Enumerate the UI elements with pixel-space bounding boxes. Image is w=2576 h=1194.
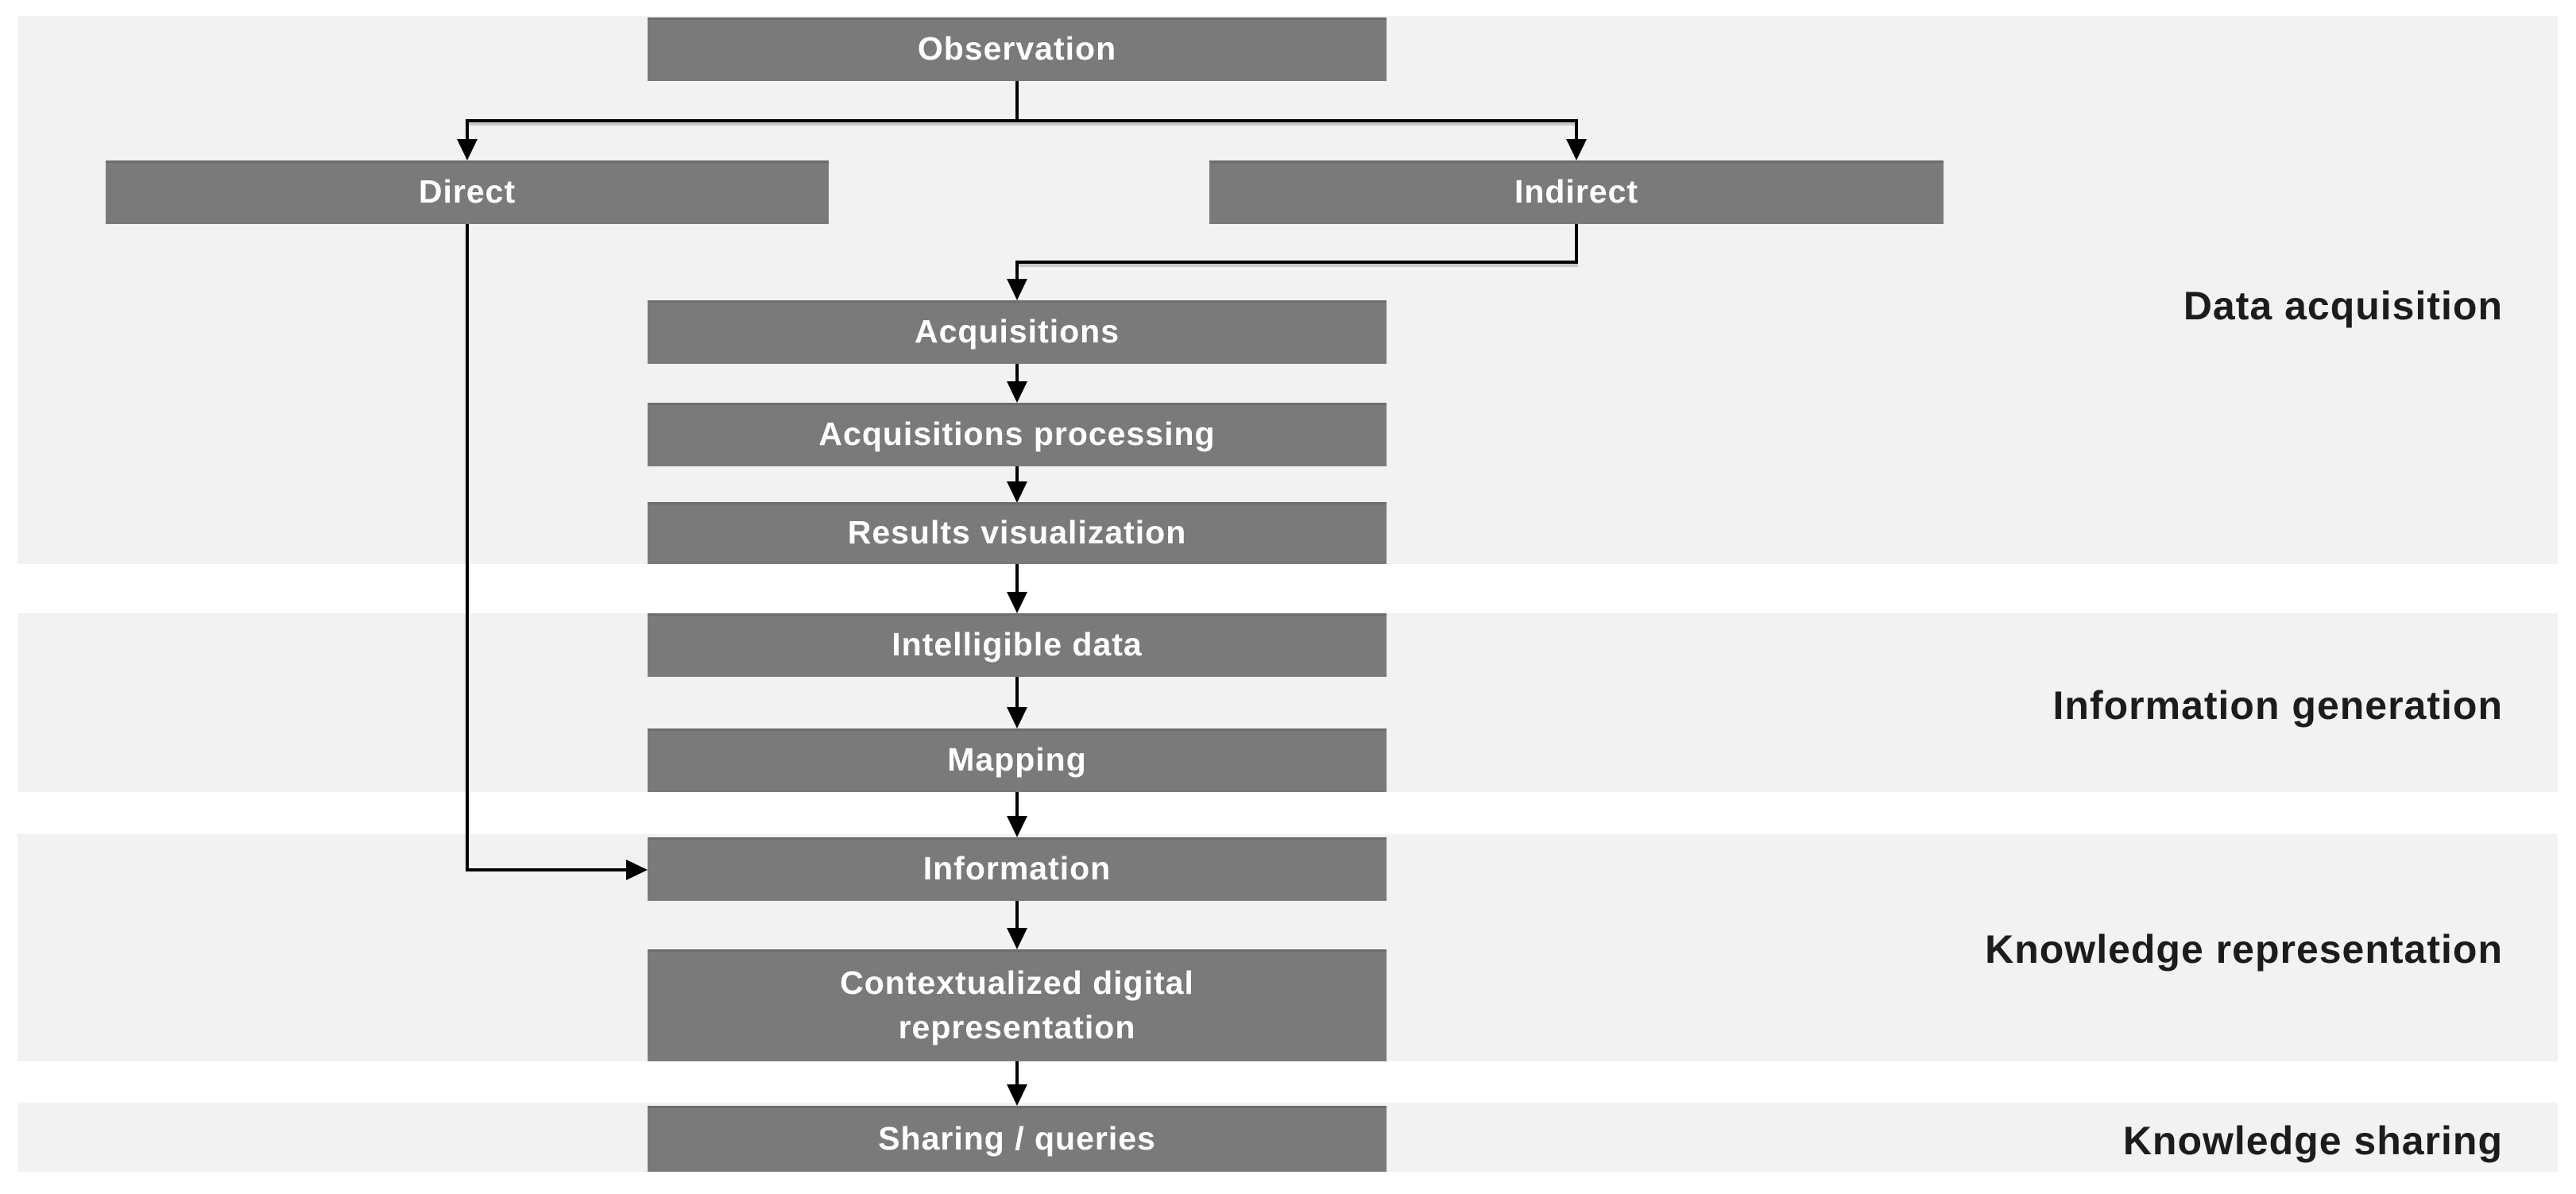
node-contextualized-digital-representation-label: Contextualized digital representation	[840, 964, 1194, 1045]
stage-label-information-generation: Information generation	[2052, 683, 2503, 728]
connector-direct-vertical	[466, 224, 469, 871]
node-direct: Direct	[106, 160, 829, 224]
node-indirect: Indirect	[1209, 160, 1944, 224]
arrowhead-direct-into-information	[626, 860, 648, 880]
connector-indirect-stem	[1575, 224, 1578, 264]
stage-label-data-acquisition: Data acquisition	[2183, 284, 2503, 328]
node-direct-label: Direct	[418, 173, 516, 211]
node-information-label: Information	[922, 850, 1112, 887]
node-intelligible-data-label: Intelligible data	[892, 626, 1143, 663]
arrowhead-into-acquisitions	[1007, 279, 1027, 300]
node-indirect-label: Indirect	[1514, 173, 1639, 211]
stage-label-knowledge-sharing: Knowledge sharing	[2122, 1119, 2503, 1163]
node-observation: Observation	[648, 17, 1387, 81]
arrowhead-into-results	[1007, 481, 1027, 503]
node-acquisitions-label: Acquisitions	[914, 313, 1120, 350]
node-results-visualization-label: Results visualization	[847, 514, 1187, 551]
node-observation-label: Observation	[917, 30, 1117, 68]
arrowhead-into-information	[1007, 816, 1027, 837]
connector-direct-horizontal	[466, 868, 628, 871]
arrowhead-into-sharing	[1007, 1084, 1027, 1106]
arrowhead-into-mapping	[1007, 707, 1027, 728]
connector-observation-stem	[1015, 81, 1019, 122]
connector-branch-to-direct	[466, 119, 469, 143]
arrowhead-into-direct	[457, 139, 478, 160]
node-mapping-label: Mapping	[947, 741, 1087, 779]
node-acquisitions: Acquisitions	[648, 300, 1387, 364]
node-acquisitions-processing: Acquisitions processing	[648, 403, 1387, 466]
band-data-acquisition	[17, 16, 2558, 564]
node-contextualized-digital-representation: Contextualized digital representation	[648, 949, 1387, 1061]
connector-mapping-to-information	[1015, 792, 1019, 818]
node-acquisitions-processing-label: Acquisitions processing	[818, 415, 1216, 453]
arrowhead-into-processing	[1007, 381, 1027, 403]
node-intelligible-data: Intelligible data	[648, 613, 1387, 677]
connector-branch-to-indirect	[1575, 119, 1578, 143]
node-sharing-queries: Sharing / queries	[648, 1106, 1387, 1172]
arrowhead-into-contextualized	[1007, 928, 1027, 949]
connector-results-to-intelligible	[1015, 564, 1019, 596]
connector-indirect-horizontal	[1015, 261, 1578, 264]
connector-contextualized-to-sharing	[1015, 1061, 1019, 1087]
connector-indirect-to-acquisitions	[1015, 261, 1019, 283]
connector-intelligible-to-mapping	[1015, 677, 1019, 710]
node-information: Information	[648, 837, 1387, 901]
node-results-visualization: Results visualization	[648, 502, 1387, 564]
stage-label-knowledge-representation: Knowledge representation	[1985, 927, 2503, 972]
connector-branch-horizontal	[466, 119, 1578, 122]
connector-processing-to-results	[1015, 466, 1019, 486]
arrowhead-into-intelligible	[1007, 592, 1027, 613]
arrowhead-into-indirect	[1566, 139, 1587, 160]
connector-acquisitions-to-processing	[1015, 364, 1019, 386]
node-mapping: Mapping	[648, 728, 1387, 792]
connector-information-to-contextualized	[1015, 901, 1019, 930]
node-sharing-queries-label: Sharing / queries	[878, 1119, 1156, 1157]
